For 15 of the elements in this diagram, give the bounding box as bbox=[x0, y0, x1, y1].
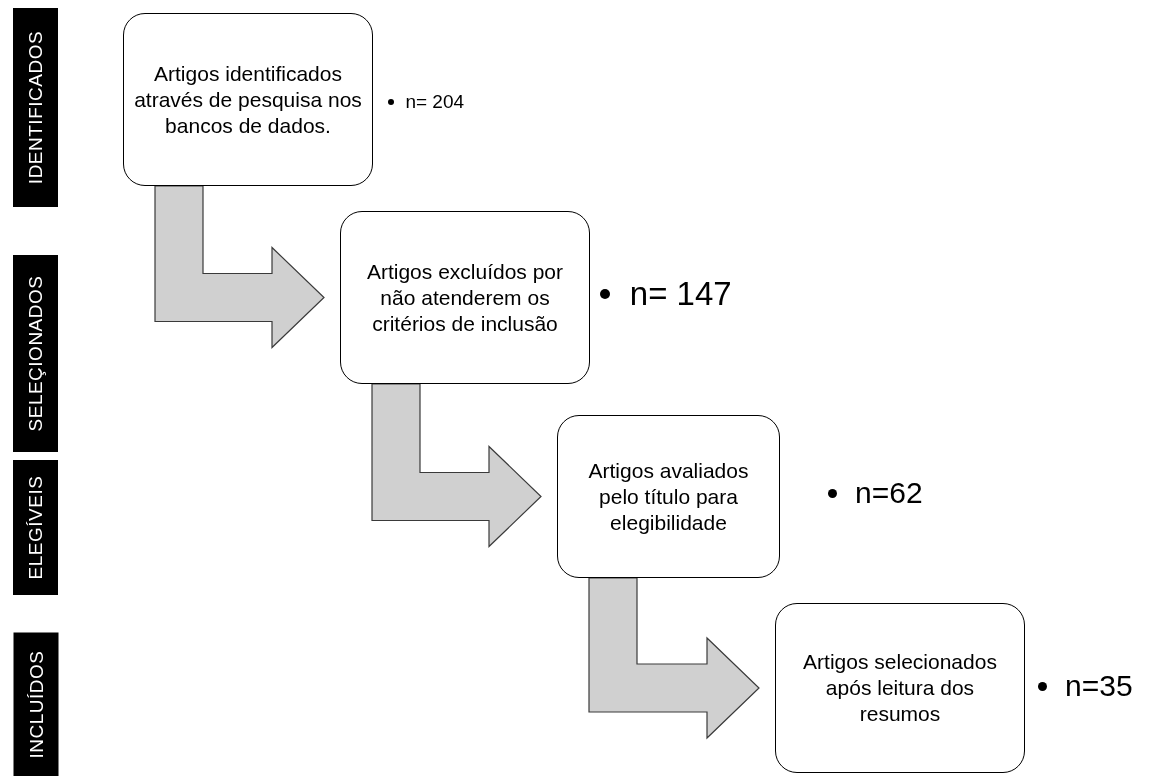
stage-label-band: INCLUÍDOS bbox=[13, 632, 58, 776]
process-box: Artigos avaliados pelo título para elegibilidade bbox=[557, 415, 780, 578]
bent-block-arrow bbox=[588, 577, 760, 740]
bent-block-arrow bbox=[371, 383, 542, 548]
count-label: n= 147 bbox=[629, 274, 732, 313]
process-box: Artigos selecionados após leitura dos resumos bbox=[775, 603, 1025, 773]
stage-label-band: SELEÇIONADOS bbox=[13, 255, 58, 452]
stage-label-band: ELEGÍVEIS bbox=[13, 460, 58, 595]
bent-block-arrow bbox=[154, 185, 325, 349]
count-label: n=35 bbox=[1065, 669, 1133, 703]
process-box: Artigos identificados através de pesquisa nos bancos de dados. bbox=[123, 13, 373, 186]
process-box: Artigos excluídos por não atenderem os critérios de inclusão bbox=[340, 211, 590, 384]
count-label: n= 204 bbox=[405, 90, 465, 113]
stage-label-band: IDENTIFICADOS bbox=[13, 8, 58, 207]
count-label: n=62 bbox=[855, 476, 923, 510]
